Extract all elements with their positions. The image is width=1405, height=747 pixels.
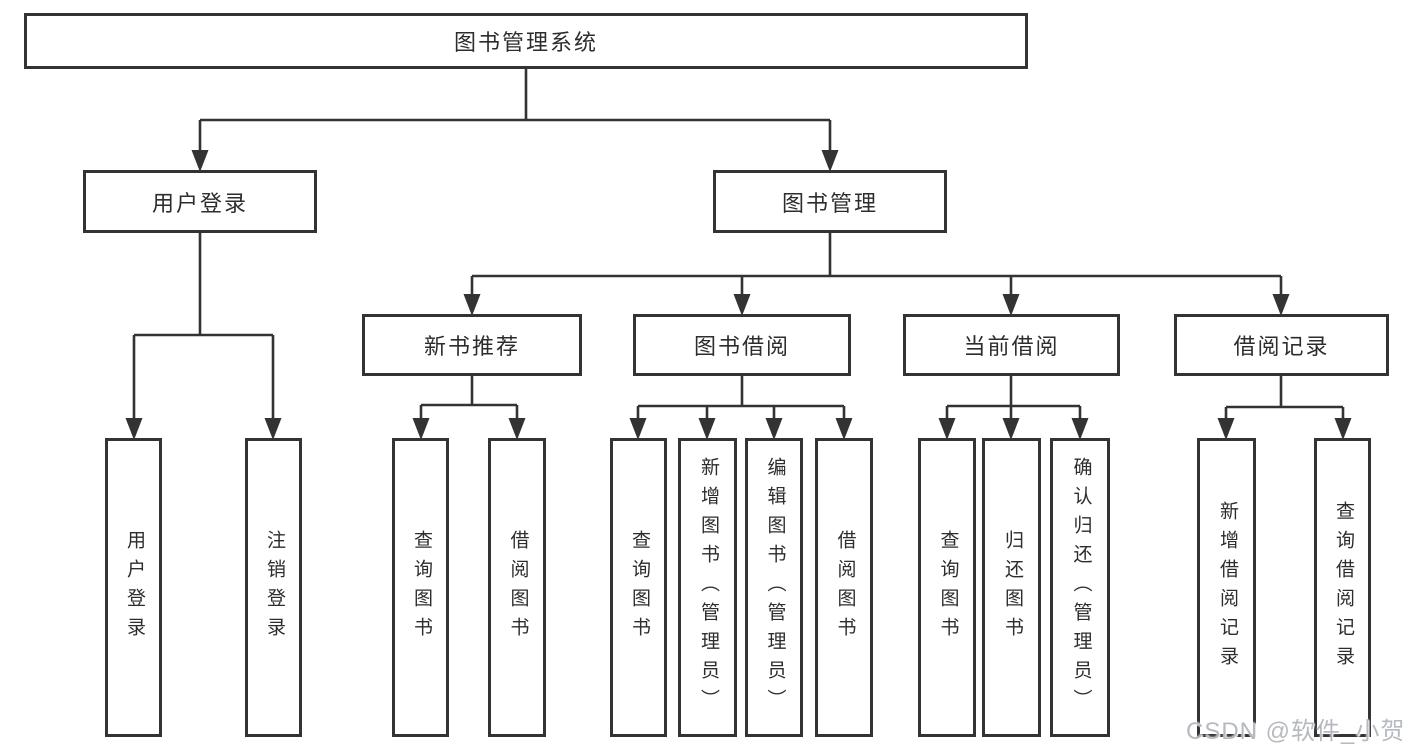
node-library-management-system: 图书管理系统 <box>24 13 1028 69</box>
arrow-down-icon <box>264 418 282 440</box>
node-label: 借阅图书 <box>507 529 529 646</box>
arrow-down-icon <box>821 150 839 172</box>
node-label: 归还图书 <box>1001 529 1023 646</box>
node-label: 查询借阅记录 <box>1332 500 1354 675</box>
node-label: 新书推荐 <box>423 334 520 359</box>
arrow-down-icon <box>698 418 716 440</box>
arrowheads <box>125 150 1352 440</box>
leaf-user-login: 用户登录 <box>105 438 162 737</box>
node-book-borrowing: 图书借阅 <box>633 314 851 376</box>
node-label: 确认归还（管理员） <box>1070 457 1092 718</box>
arrow-down-icon <box>463 294 481 316</box>
node-label: 新增图书（管理员） <box>697 457 719 718</box>
arrow-down-icon <box>1217 418 1235 440</box>
leaf-edit-book-admin: 编辑图书（管理员） <box>745 438 803 737</box>
arrow-down-icon <box>938 418 956 440</box>
leaf-query-books-recommend: 查询图书 <box>392 438 449 737</box>
leaf-borrow-books: 借阅图书 <box>815 438 873 737</box>
arrow-down-icon <box>191 150 209 172</box>
node-label: 图书借阅 <box>693 334 790 359</box>
leaf-add-borrow-record: 新增借阅记录 <box>1197 438 1256 737</box>
node-label: 注销登录 <box>263 529 285 646</box>
arrow-down-icon <box>1002 294 1020 316</box>
leaf-query-books-borrow: 查询图书 <box>610 438 667 737</box>
arrow-down-icon <box>1071 418 1089 440</box>
arrow-down-icon <box>508 418 526 440</box>
node-label: 编辑图书（管理员） <box>764 457 786 718</box>
leaf-query-borrow-record: 查询借阅记录 <box>1314 438 1371 737</box>
connector-paths <box>132 69 1345 420</box>
node-label: 借阅记录 <box>1233 334 1330 359</box>
node-label: 借阅图书 <box>834 529 856 646</box>
arrow-down-icon <box>1272 294 1290 316</box>
node-new-book-recommendation: 新书推荐 <box>362 314 582 376</box>
node-label: 用户登录 <box>151 190 248 216</box>
node-book-management: 图书管理 <box>713 170 947 233</box>
node-current-borrowing: 当前借阅 <box>903 314 1120 376</box>
arrow-down-icon <box>765 418 783 440</box>
arrow-down-icon <box>1334 418 1352 440</box>
node-label: 图书管理 <box>781 190 878 216</box>
leaf-confirm-return-admin: 确认归还（管理员） <box>1050 438 1110 737</box>
leaf-borrow-books-recommend: 借阅图书 <box>488 438 546 737</box>
node-label: 图书管理系统 <box>453 30 598 55</box>
node-label: 新增借阅记录 <box>1216 500 1238 675</box>
node-label: 查询图书 <box>628 529 650 646</box>
arrow-down-icon <box>835 418 853 440</box>
node-user-login: 用户登录 <box>83 170 317 233</box>
node-label: 查询图书 <box>410 529 432 646</box>
node-label: 查询图书 <box>937 529 959 646</box>
arrow-down-icon <box>1002 418 1020 440</box>
node-label: 当前借阅 <box>963 334 1060 359</box>
node-borrowing-records: 借阅记录 <box>1174 314 1389 376</box>
leaf-return-book: 归还图书 <box>982 438 1041 737</box>
arrow-down-icon <box>125 418 143 440</box>
arrow-down-icon <box>733 294 751 316</box>
arrow-down-icon <box>629 418 647 440</box>
leaf-add-book-admin: 新增图书（管理员） <box>678 438 737 737</box>
csdn-watermark: CSDN @软件_小贺同学 <box>1186 718 1405 745</box>
leaf-query-books-current: 查询图书 <box>918 438 976 737</box>
node-label: 用户登录 <box>123 529 145 646</box>
leaf-logout: 注销登录 <box>245 438 302 737</box>
arrow-down-icon <box>412 418 430 440</box>
